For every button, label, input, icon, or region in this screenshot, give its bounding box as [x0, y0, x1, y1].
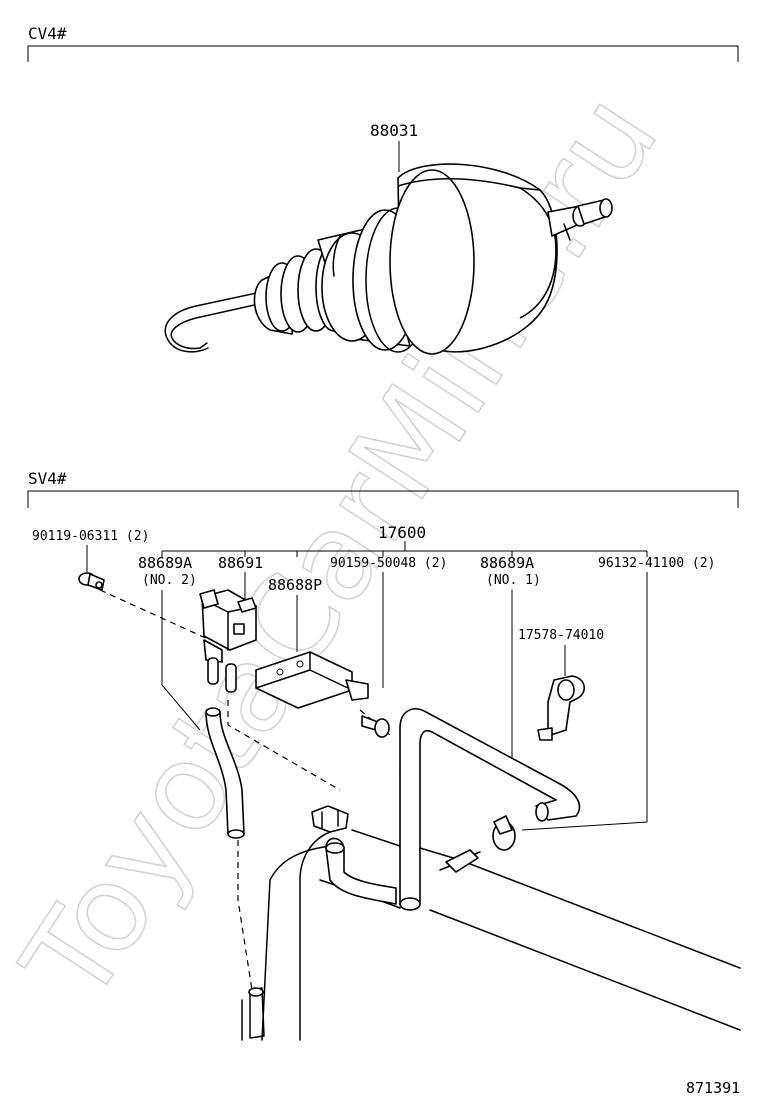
hose-clamp-icon[interactable]: [492, 815, 516, 851]
section-code-sv4: SV4#: [28, 469, 67, 488]
part-note-no1: (NO. 1): [486, 573, 541, 588]
hose-clamp-small-icon[interactable]: [311, 805, 349, 833]
bracket-icon[interactable]: [255, 651, 369, 709]
part-number-88691[interactable]: 88691: [218, 554, 263, 572]
hose-clamp-bracket-icon[interactable]: [537, 675, 585, 741]
part-note-no2: (NO. 2): [142, 573, 197, 588]
section-sv4: SV4# 90119-06311 (2) 17600 88689A (NO. 2…: [27, 469, 741, 1041]
engine-body: [241, 829, 741, 1041]
part-number-96132-41100[interactable]: 96132-41100 (2): [598, 556, 715, 571]
screw-icon[interactable]: [361, 715, 390, 738]
part-number-17578-74010[interactable]: 17578-74010: [518, 628, 604, 643]
part-number-90159-50048[interactable]: 90159-50048 (2): [330, 556, 447, 571]
bolt-icon[interactable]: [78, 572, 105, 591]
part-number-17600[interactable]: 17600: [378, 523, 426, 542]
vacuum-actuator-icon[interactable]: [164, 163, 613, 355]
hose-no1-icon[interactable]: [399, 708, 581, 911]
part-number-88688p[interactable]: 88688P: [268, 576, 322, 594]
part-number-88031[interactable]: 88031: [370, 121, 418, 140]
section-cv4: CV4# 88031: [27, 24, 739, 355]
assembly-guides: [99, 589, 391, 991]
vsv-valve-icon[interactable]: [199, 589, 257, 693]
part-number-88689a-no1[interactable]: 88689A: [480, 554, 534, 572]
part-number-88689a-no2[interactable]: 88689A: [138, 554, 192, 572]
hose-no2-icon[interactable]: [205, 707, 245, 839]
section-bracket-sv4: [27, 490, 739, 508]
group-bracket-17600: [161, 541, 648, 558]
part-number-90119-06311[interactable]: 90119-06311 (2): [32, 529, 149, 544]
figure-number: 871391: [686, 1079, 740, 1097]
section-bracket-cv4: [27, 45, 739, 62]
section-code-cv4: CV4#: [28, 24, 67, 43]
